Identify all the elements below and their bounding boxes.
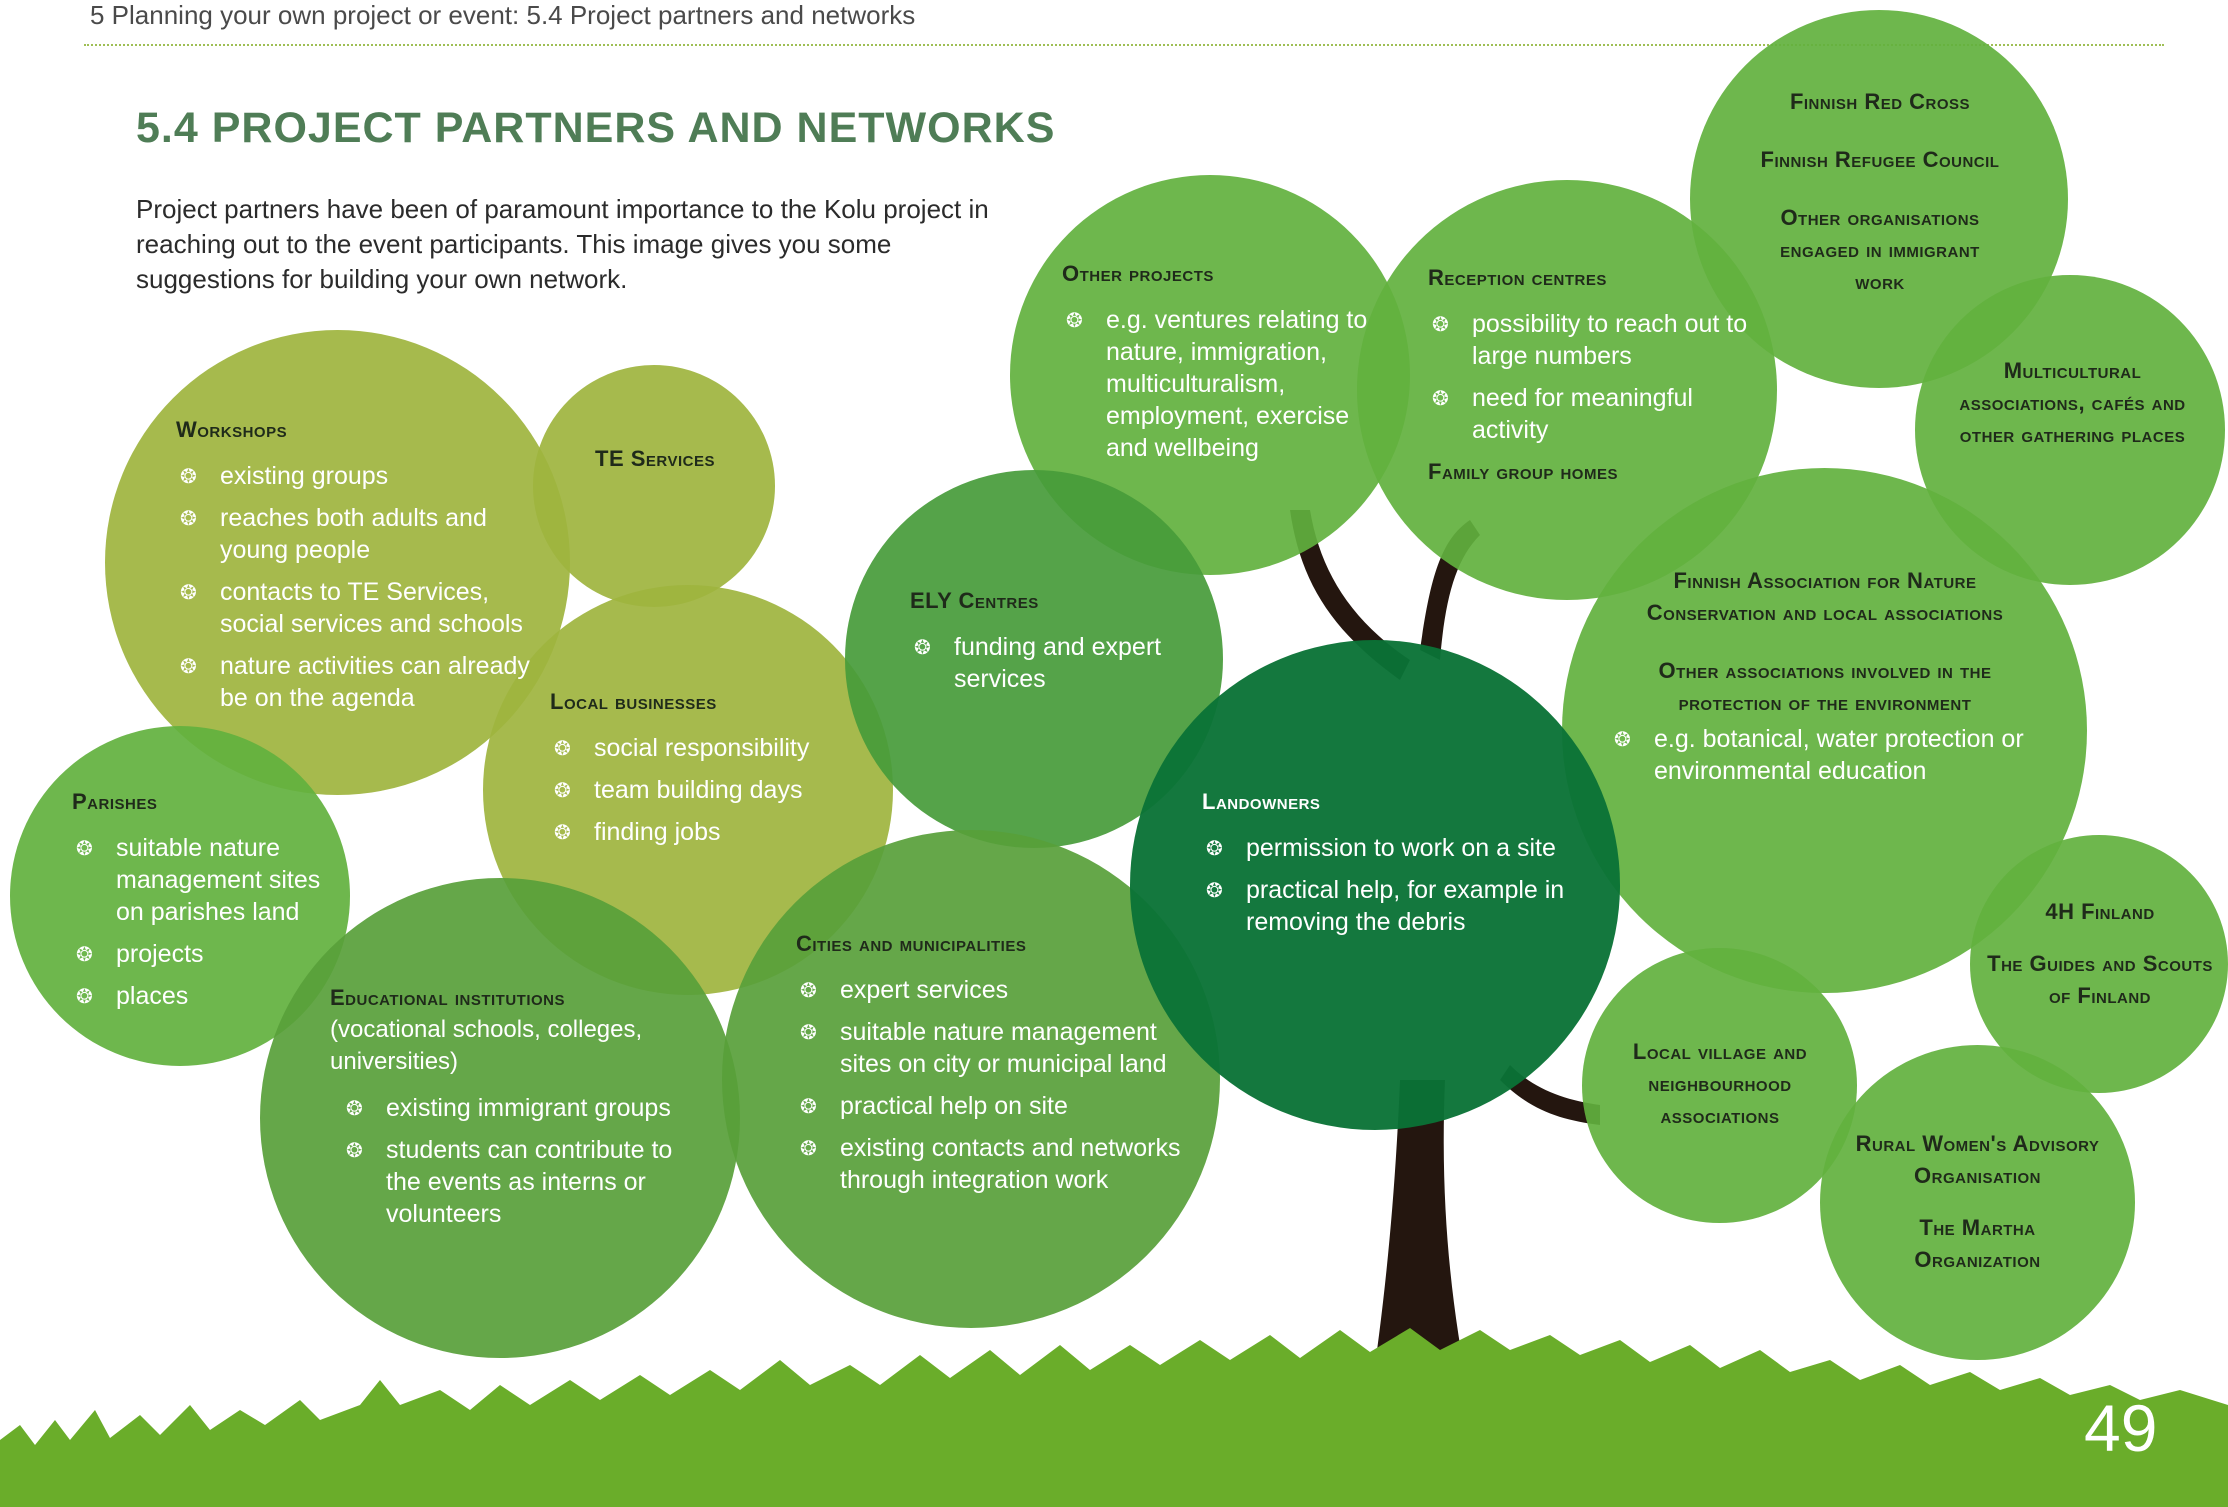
list-item: reaches both adults and young people [176,502,536,566]
other-organisations-label: Other organisations engaged in immigrant… [1780,205,1980,294]
page-title: 5.4 PROJECT PARTNERS AND NETWORKS [136,104,1056,152]
environment-associations-label: Other associations involved in the prote… [1658,658,1992,715]
village-label: Local village and neighbourhood associat… [1632,1039,1808,1128]
list-item: suitable nature management sites on pari… [72,832,342,928]
rural-women-label: Rural Women's Advisory Organisation [1855,1131,2100,1188]
list-item: projects [72,938,342,970]
guides-scouts-label: The Guides and Scouts of Finland [1987,951,2213,1008]
bubble-local-businesses: Local businesses social responsibility t… [550,686,870,858]
list-item: contacts to TE Services, social services… [176,576,536,640]
circle-te-services [533,365,775,607]
bubble-workshops: Workshops existing groups reaches both a… [176,414,536,724]
bubble-rural-women: Rural Women's Advisory Organisation The … [1830,1128,2125,1276]
nature-conservation-label: Finnish Association for Nature Conservat… [1646,568,2004,625]
breadcrumb: 5 Planning your own project or event: 5.… [90,0,916,30]
list-item: e.g. botanical, water protection or envi… [1610,723,2040,787]
list-item: e.g. ventures relating to nature, immigr… [1062,304,1382,464]
reception-extra: Family group homes [1428,459,1618,484]
bubble-educational: Educational institutions (vocational sch… [330,982,690,1240]
list-item: existing immigrant groups [342,1092,690,1124]
grass [0,1328,2228,1507]
list-item: suitable nature management sites on city… [796,1016,1196,1080]
landowners-title: Landowners [1202,789,1321,814]
local-businesses-title: Local businesses [550,689,717,714]
bubble-cities: Cities and municipalities expert service… [796,928,1196,1206]
list-item: existing contacts and networks through i… [796,1132,1196,1196]
list-item: permission to work on a site [1202,832,1582,864]
other-projects-title: Other projects [1062,261,1214,286]
list-item: students can contribute to the events as… [342,1134,690,1230]
bubble-multicultural: Multicultural associations, cafés and ot… [1950,355,2195,451]
bubble-red-cross: Finnish Red Cross Finnish Refugee Counci… [1720,86,2040,298]
tree-trunk [1370,1080,1470,1400]
list-item: practical help, for example in removing … [1202,874,1582,938]
bubble-village: Local village and neighbourhood associat… [1605,1036,1835,1132]
list-item: social responsibility [550,732,870,764]
tree-branch-right [1420,520,1480,660]
list-item: practical help on site [796,1090,1196,1122]
intro-paragraph: Project partners have been of paramount … [136,194,989,294]
bubble-ely-centres: ELY Centres funding and expert services [910,585,1170,705]
bubble-landowners: Landowners permission to work on a site … [1202,786,1582,948]
tree-branch-left [1290,510,1410,680]
cities-title: Cities and municipalities [796,931,1027,956]
te-services-title: TE Services [595,446,715,471]
bubble-reception: Reception centres possibility to reach o… [1428,262,1748,488]
header-divider [84,44,2164,46]
tree-branch-low [1500,1065,1600,1125]
4h-finland-label: 4H Finland [2045,899,2155,924]
list-item: possibility to reach out to large number… [1428,308,1748,372]
list-item: nature activities can already be on the … [176,650,536,714]
circle-rural-women [1820,1045,2135,1360]
multicultural-label: Multicultural associations, cafés and ot… [1959,358,2186,447]
list-item: need for meaningful activity [1428,382,1748,446]
refugee-council-label: Finnish Refugee Council [1760,147,2000,172]
reception-title: Reception centres [1428,265,1607,290]
list-item: existing groups [176,460,536,492]
bubble-te-services: TE Services [560,443,750,475]
bubble-nature-conservation: Finnish Association for Nature Conservat… [1610,565,2040,797]
bubble-4h: 4H Finland The Guides and Scouts of Finl… [1985,896,2215,1012]
parishes-title: Parishes [72,789,158,814]
educational-title: Educational institutions [330,985,565,1010]
bubble-other-projects: Other projects e.g. ventures relating to… [1062,258,1382,474]
list-item: finding jobs [550,816,870,848]
martha-label: The Martha Organization [1914,1215,2041,1272]
workshops-title: Workshops [176,417,288,442]
list-item: team building days [550,774,870,806]
red-cross-label: Finnish Red Cross [1789,89,1971,114]
ely-centres-title: ELY Centres [910,588,1039,613]
educational-note: (vocational schools, colleges, universit… [330,1016,643,1075]
page-number: 49 [2084,1391,2158,1465]
bubble-parishes: Parishes suitable nature management site… [72,786,342,1022]
circle-village [1582,948,1857,1223]
list-item: places [72,980,342,1012]
list-item: expert services [796,974,1196,1006]
list-item: funding and expert services [910,631,1170,695]
